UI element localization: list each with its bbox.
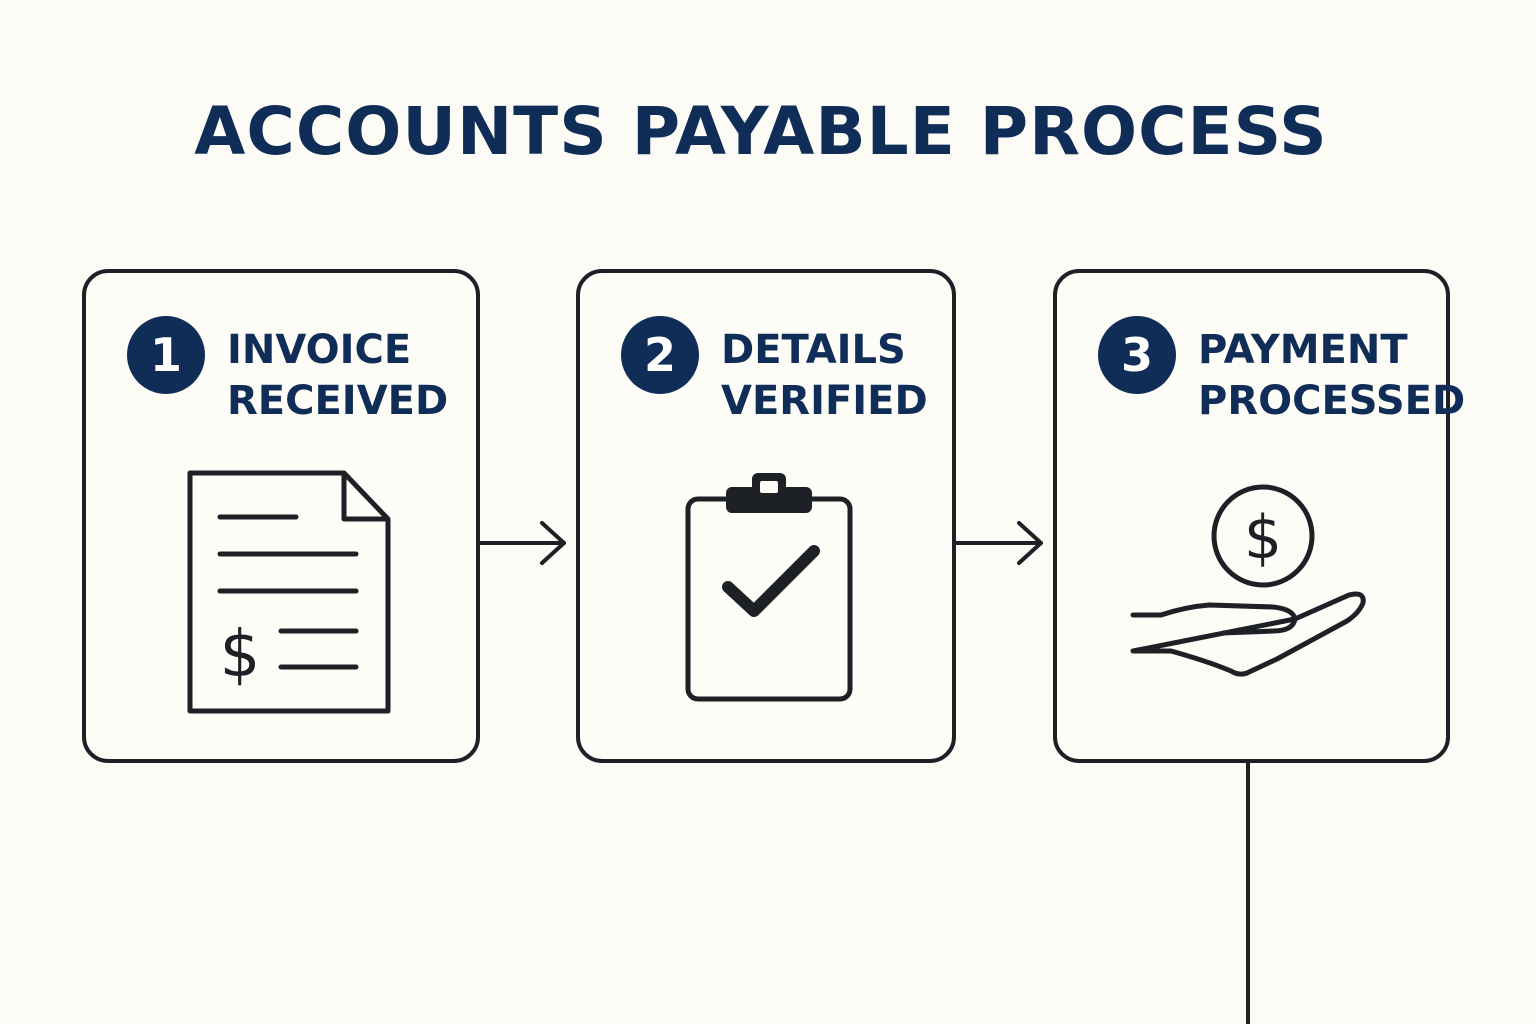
step-label: DETAILS VERIFIED xyxy=(721,325,971,427)
step-label-line-1: DETAILS xyxy=(721,327,906,373)
step-label-line-2: VERIFIED xyxy=(721,378,928,424)
step-card-payment-processed: 3 PAYMENT PROCESSED $ xyxy=(1053,269,1466,763)
step-card-details-verified: 2 DETAILS VERIFIED xyxy=(576,269,956,763)
step-label-line-1: INVOICE xyxy=(227,327,412,373)
dollar-sign-glyph: $ xyxy=(220,618,261,692)
clipboard-check-icon xyxy=(685,473,853,702)
coin-dollar-glyph: $ xyxy=(1244,503,1282,573)
step-number-badge: 2 xyxy=(621,316,699,394)
step-label-line-2: RECEIVED xyxy=(227,378,449,424)
step-label: INVOICE RECEIVED xyxy=(227,325,477,427)
step-number-badge: 1 xyxy=(127,316,205,394)
page-title: ACCOUNTS PAYABLE PROCESS xyxy=(194,93,1328,170)
hand-coin-icon: $ xyxy=(1130,484,1366,677)
step-label-line-1: PAYMENT xyxy=(1198,327,1408,373)
step-number-badge: 3 xyxy=(1098,316,1176,394)
arrow-right-icon xyxy=(478,521,566,565)
arrow-right-icon xyxy=(954,521,1043,565)
invoice-document-icon: $ xyxy=(187,470,391,714)
step-card-invoice-received: 1 INVOICE RECEIVED $ xyxy=(82,269,480,763)
connector-line xyxy=(1246,763,1250,1024)
step-label: PAYMENT PROCESSED xyxy=(1198,325,1466,427)
step-label-line-2: PROCESSED xyxy=(1198,378,1466,424)
